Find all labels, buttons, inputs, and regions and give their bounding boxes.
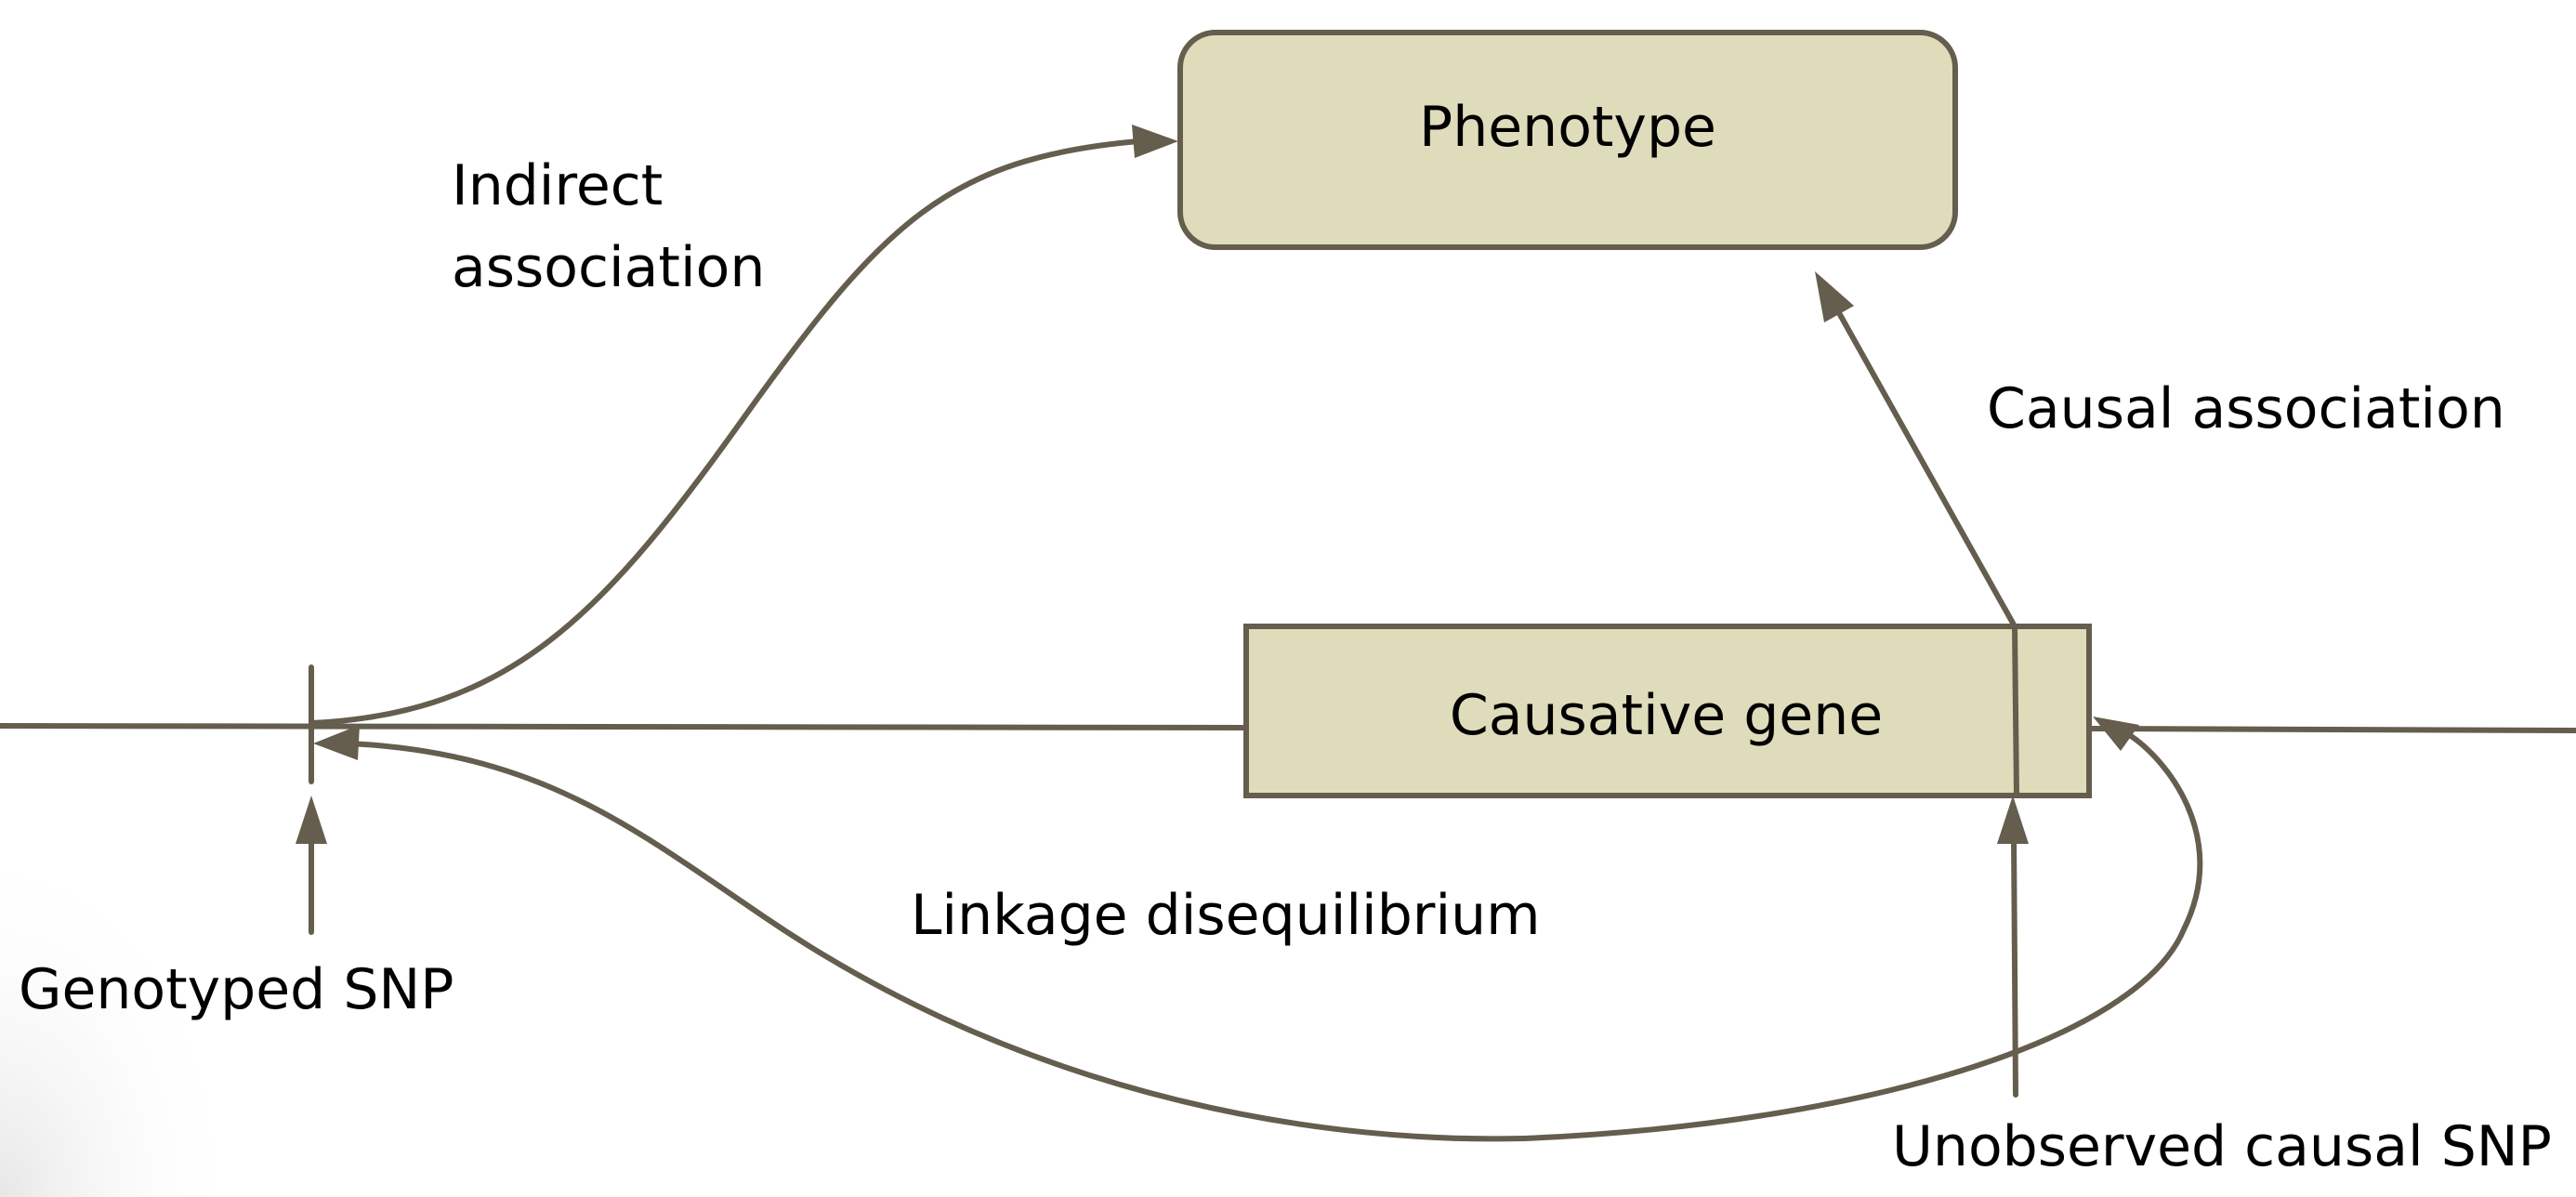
causal-association-label: Causal association: [1987, 376, 2505, 441]
causal-association-arrowhead: [1815, 271, 1854, 322]
phenotype-box: [1177, 30, 1958, 250]
indirect-association-arrowhead: [1132, 125, 1178, 158]
linkage-disequilibrium-label: Linkage disequilibrium: [911, 883, 1541, 948]
chromosome-line-left: [0, 723, 1249, 730]
causative-gene-box: [1243, 624, 2092, 798]
causal-snp-pointer-head: [1997, 796, 2029, 844]
genotyped-snp-label: Genotyped SNP: [19, 957, 454, 1022]
causal-snp-pointer-shaft: [2011, 834, 2018, 1098]
indirect-association-label-line1: Indirect: [452, 153, 663, 218]
linkage-disequilibrium-arrowhead-gene: [2093, 717, 2139, 751]
genotyped-snp-pointer-head: [296, 796, 327, 844]
corner-shading: [0, 836, 242, 1197]
causative-gene-label: Causative gene: [1450, 683, 1883, 748]
causal-association-arrow: [1835, 309, 2017, 629]
linkage-disequilibrium-curve: [347, 731, 2203, 1142]
unobserved-causal-snp-label: Unobserved causal SNP: [1892, 1114, 2552, 1179]
indirect-association-label-line2: association: [452, 235, 765, 300]
chromosome-line-right: [2088, 726, 2576, 733]
causal-snp-tick: [2012, 624, 2019, 798]
indirect-association-curve: [309, 138, 1141, 726]
phenotype-label: Phenotype: [1419, 95, 1716, 160]
linkage-disequilibrium-arrowhead-snp: [313, 725, 360, 760]
